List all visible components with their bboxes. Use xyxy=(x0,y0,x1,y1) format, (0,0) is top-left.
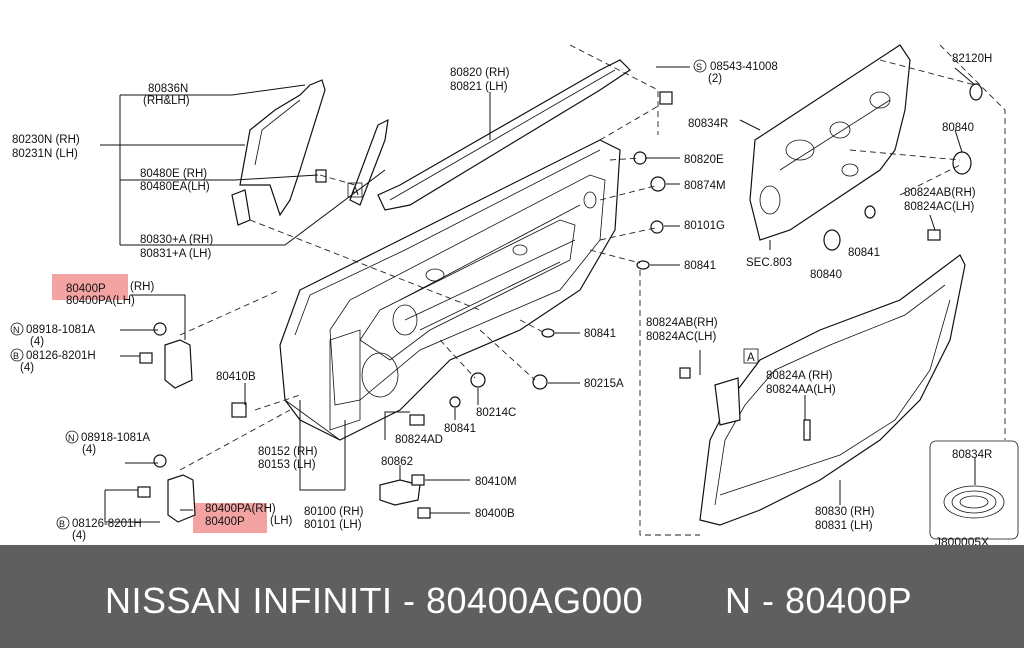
label-80400p-bottom-lh: (LH) xyxy=(270,515,293,527)
symbol-b-top: B xyxy=(10,348,24,362)
label-08126-top[interactable]: 08126-8201H xyxy=(26,350,96,362)
svg-text:B: B xyxy=(59,519,65,529)
door-weatherstrip xyxy=(699,254,966,526)
window-sash-pieces xyxy=(231,59,631,226)
label-08543-qty: (2) xyxy=(708,73,722,85)
ref-a2-text: A xyxy=(747,352,755,364)
label-80824a[interactable]: 80824A (RH) xyxy=(766,370,833,382)
label-80824aa[interactable]: 80824AA(LH) xyxy=(766,384,836,396)
reference-box-a2: A xyxy=(743,348,759,364)
label-80862[interactable]: 80862 xyxy=(381,456,413,468)
sealing-screen-80834r xyxy=(749,44,911,241)
label-80824ad[interactable]: 80824AD xyxy=(395,434,443,446)
label-80400pa-bottom[interactable]: 80400PA(RH) xyxy=(205,503,276,515)
label-80214c[interactable]: 80214C xyxy=(476,407,516,419)
footer-reference-number: N - 80400P xyxy=(725,580,913,621)
label-80831[interactable]: 80831 (LH) xyxy=(815,520,873,532)
label-08126-top-qty: (4) xyxy=(20,362,34,374)
svg-text:S: S xyxy=(696,62,702,72)
highlight-80400p-bottom[interactable] xyxy=(193,503,267,533)
label-08918-top[interactable]: 08918-1081A xyxy=(26,324,95,336)
highlight-80400p-top[interactable] xyxy=(52,274,128,300)
label-80831a[interactable]: 80831+A (LH) xyxy=(140,248,211,260)
label-82120h[interactable]: 82120H xyxy=(952,53,992,65)
label-80410b[interactable]: 80410B xyxy=(216,371,256,383)
symbol-s: S xyxy=(693,59,707,73)
diagram-code: J800005X xyxy=(935,535,989,545)
label-80840-b[interactable]: 80840 xyxy=(810,269,842,281)
label-08126-bottom-qty: (4) xyxy=(72,530,86,542)
label-80824ac-top[interactable]: 80824AC(LH) xyxy=(904,201,974,213)
label-80824ab-top[interactable]: 80824AB(RH) xyxy=(904,187,976,199)
label-80152[interactable]: 80152 (RH) xyxy=(258,446,318,458)
label-80101g[interactable]: 80101G xyxy=(684,220,725,232)
fasteners xyxy=(137,83,983,519)
symbol-n-top: N xyxy=(10,322,24,336)
label-80410m[interactable]: 80410M xyxy=(475,476,517,488)
door-hinges xyxy=(164,339,421,523)
label-80400p-bottom[interactable]: 80400P xyxy=(205,516,245,528)
label-08543[interactable]: 08543-41008 xyxy=(710,61,778,73)
label-80830[interactable]: 80830 (RH) xyxy=(815,506,875,518)
door-parts-diagram: A A N B N B S 80836N (RH&LH) 8023 xyxy=(10,44,1019,545)
label-08126-bottom[interactable]: 08126-8201H xyxy=(72,518,142,530)
label-08918-bottom-qty: (4) xyxy=(82,444,96,456)
label-80400pa[interactable]: 80400PA(LH) xyxy=(66,295,135,307)
inset-80834r xyxy=(929,440,1019,540)
label-80840-a[interactable]: 80840 xyxy=(942,122,974,134)
symbol-b-bottom: B xyxy=(56,516,70,530)
label-80834r[interactable]: 80834R xyxy=(688,118,728,130)
svg-text:B: B xyxy=(13,351,19,361)
ref-a1-text: A xyxy=(351,186,359,198)
reference-box-a1: A xyxy=(347,182,363,198)
svg-text:N: N xyxy=(13,325,20,335)
label-80836n[interactable]: 80836N xyxy=(148,83,188,95)
footer-part-number: NISSAN INFINITI - 80400AG000 xyxy=(105,580,644,621)
label-80100[interactable]: 80100 (RH) xyxy=(304,506,364,518)
label-80400b[interactable]: 80400B xyxy=(475,508,515,520)
label-sec803[interactable]: SEC.803 xyxy=(746,257,792,269)
label-80841-d[interactable]: 80841 xyxy=(848,247,880,259)
label-80824ab-mid[interactable]: 80824AB(RH) xyxy=(646,317,718,329)
label-80153[interactable]: 80153 (LH) xyxy=(258,459,316,471)
label-80874m[interactable]: 80874M xyxy=(684,180,726,192)
label-80824ac-mid[interactable]: 80824AC(LH) xyxy=(646,331,716,343)
label-80400p[interactable]: 80400P xyxy=(66,283,106,295)
label-80841-a[interactable]: 80841 xyxy=(684,260,716,272)
label-80480e[interactable]: 80480E (RH) xyxy=(140,168,207,180)
label-80820e[interactable]: 80820E xyxy=(684,154,724,166)
label-80231n[interactable]: 80231N (LH) xyxy=(12,148,78,160)
svg-text:N: N xyxy=(68,433,75,443)
label-08918-bottom[interactable]: 08918-1081A xyxy=(81,432,150,444)
label-80400p-rh: (RH) xyxy=(130,281,154,293)
dashed-guides xyxy=(179,44,1006,536)
label-80841-c[interactable]: 80841 xyxy=(444,423,476,435)
label-80101[interactable]: 80101 (LH) xyxy=(304,519,362,531)
label-80830a[interactable]: 80830+A (RH) xyxy=(140,234,213,246)
part-number-footer: NISSAN INFINITI - 80400AG000 N - 80400P xyxy=(0,545,1024,648)
label-80834r-inset[interactable]: 80834R xyxy=(952,449,992,461)
label-80821[interactable]: 80821 (LH) xyxy=(450,81,508,93)
label-80230n[interactable]: 80230N (RH) xyxy=(12,134,80,146)
door-inner-panel xyxy=(279,139,621,441)
leader-lines xyxy=(100,66,976,523)
label-80215a[interactable]: 80215A xyxy=(584,378,624,390)
symbol-n-bottom: N xyxy=(65,430,79,444)
label-08918-top-qty: (4) xyxy=(30,336,44,348)
label-80480ea[interactable]: 80480EA(LH) xyxy=(140,181,210,193)
label-80836n-sub: (RH&LH) xyxy=(143,95,190,107)
label-80841-b[interactable]: 80841 xyxy=(584,328,616,340)
label-80820[interactable]: 80820 (RH) xyxy=(450,67,510,79)
